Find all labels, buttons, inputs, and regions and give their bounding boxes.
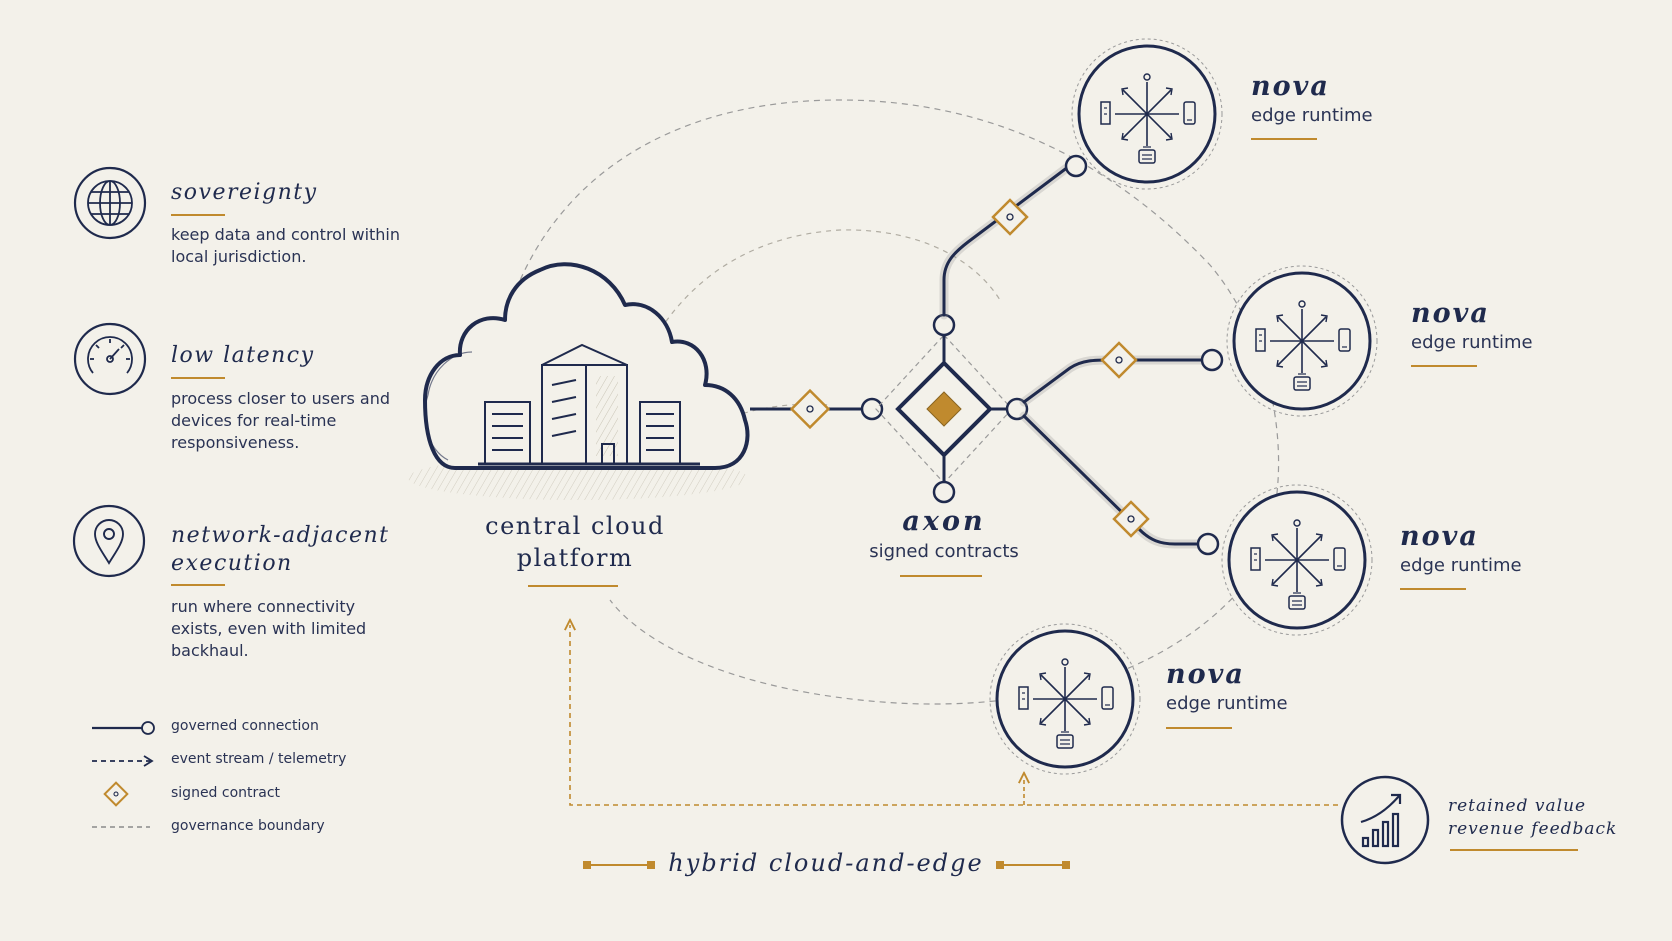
- feedback-line-2: revenue feedback: [1448, 819, 1618, 839]
- nova-4-name: nova: [1166, 659, 1245, 690]
- footer-ornament-left: [583, 861, 655, 869]
- legend-label-signed-contract: signed contract: [171, 785, 281, 801]
- governed-connection-nova-3: [1022, 414, 1200, 546]
- feature-body-sovereignty: keep data and control within local juris…: [171, 225, 401, 266]
- legend-label-event-stream: event stream / telemetry: [171, 751, 347, 767]
- axon-name: axon: [902, 506, 986, 537]
- governed-connection-icon: [92, 721, 155, 735]
- axon-hub-icon: [875, 313, 1029, 504]
- footer-ornament-right: [996, 861, 1070, 869]
- governance-boundary-outer: [511, 99, 1280, 705]
- signed-contract-marker-cloud: [789, 388, 831, 430]
- nova-2-name: nova: [1411, 298, 1490, 329]
- event-stream-feedback-line: [570, 625, 1338, 806]
- nova-4-underline: [1166, 727, 1232, 729]
- legend-label-governed-connection: governed connection: [171, 718, 319, 734]
- footer-title: hybrid cloud-and-edge: [668, 849, 984, 877]
- feature-underline: [171, 377, 225, 379]
- axon-underline: [900, 575, 982, 577]
- cloud-label-line-1: central cloud: [485, 512, 665, 540]
- nova-node-4-icon: [989, 623, 1141, 775]
- feature-underline: [171, 584, 225, 586]
- nova-node-3-icon: [1221, 484, 1373, 636]
- axon-subtitle: signed contracts: [869, 541, 1019, 562]
- nova-1-underline: [1251, 138, 1317, 140]
- nova-2-subtitle: edge runtime: [1411, 332, 1533, 353]
- nova-3-subtitle: edge runtime: [1400, 555, 1522, 576]
- legend-label-governance-boundary: governance boundary: [171, 818, 325, 834]
- feedback-line-1: retained value: [1448, 796, 1587, 816]
- signed-contract-marker-nova-2: [1100, 341, 1138, 379]
- feature-title-network-adjacent: network-adjacent execution: [171, 523, 390, 576]
- feature-body-network-adjacent: run where connectivity exists, even with…: [171, 597, 367, 660]
- nova-3-underline: [1400, 588, 1466, 590]
- cloud-label-underline: [528, 585, 618, 587]
- feedback-underline: [1450, 849, 1578, 851]
- cloud-building-icon: [408, 262, 750, 500]
- signed-contract-icon: [103, 781, 129, 807]
- feature-body-low-latency: process closer to users and devices for …: [171, 389, 391, 452]
- signed-contract-marker-nova-3: [1112, 500, 1150, 538]
- nova-3-name: nova: [1400, 521, 1479, 552]
- globe-icon: [73, 166, 147, 240]
- nova-1-subtitle: edge runtime: [1251, 105, 1373, 126]
- signed-contract-marker-nova-1: [991, 198, 1029, 236]
- nova-node-2-icon: [1226, 265, 1378, 417]
- event-stream-icon: [92, 755, 154, 767]
- nova-1-name: nova: [1251, 71, 1330, 102]
- governance-boundary-inner: [659, 229, 1001, 331]
- governed-connection-nova-1: [942, 165, 1070, 317]
- feedback-label: retained value revenue feedback: [1448, 795, 1617, 841]
- feature-title-sovereignty: sovereignty: [171, 180, 318, 205]
- location-pin-icon: [72, 504, 146, 578]
- cloud-label-line-2: platform: [516, 544, 634, 572]
- gauge-icon: [73, 322, 147, 396]
- feature-title-low-latency: low latency: [171, 343, 315, 368]
- nova-node-1-icon: [1071, 38, 1223, 190]
- feature-underline: [171, 214, 225, 216]
- nova-2-underline: [1411, 365, 1477, 367]
- revenue-chart-icon: [1340, 775, 1430, 865]
- nova-4-subtitle: edge runtime: [1166, 693, 1288, 714]
- cloud-label: central cloud platform: [468, 510, 682, 574]
